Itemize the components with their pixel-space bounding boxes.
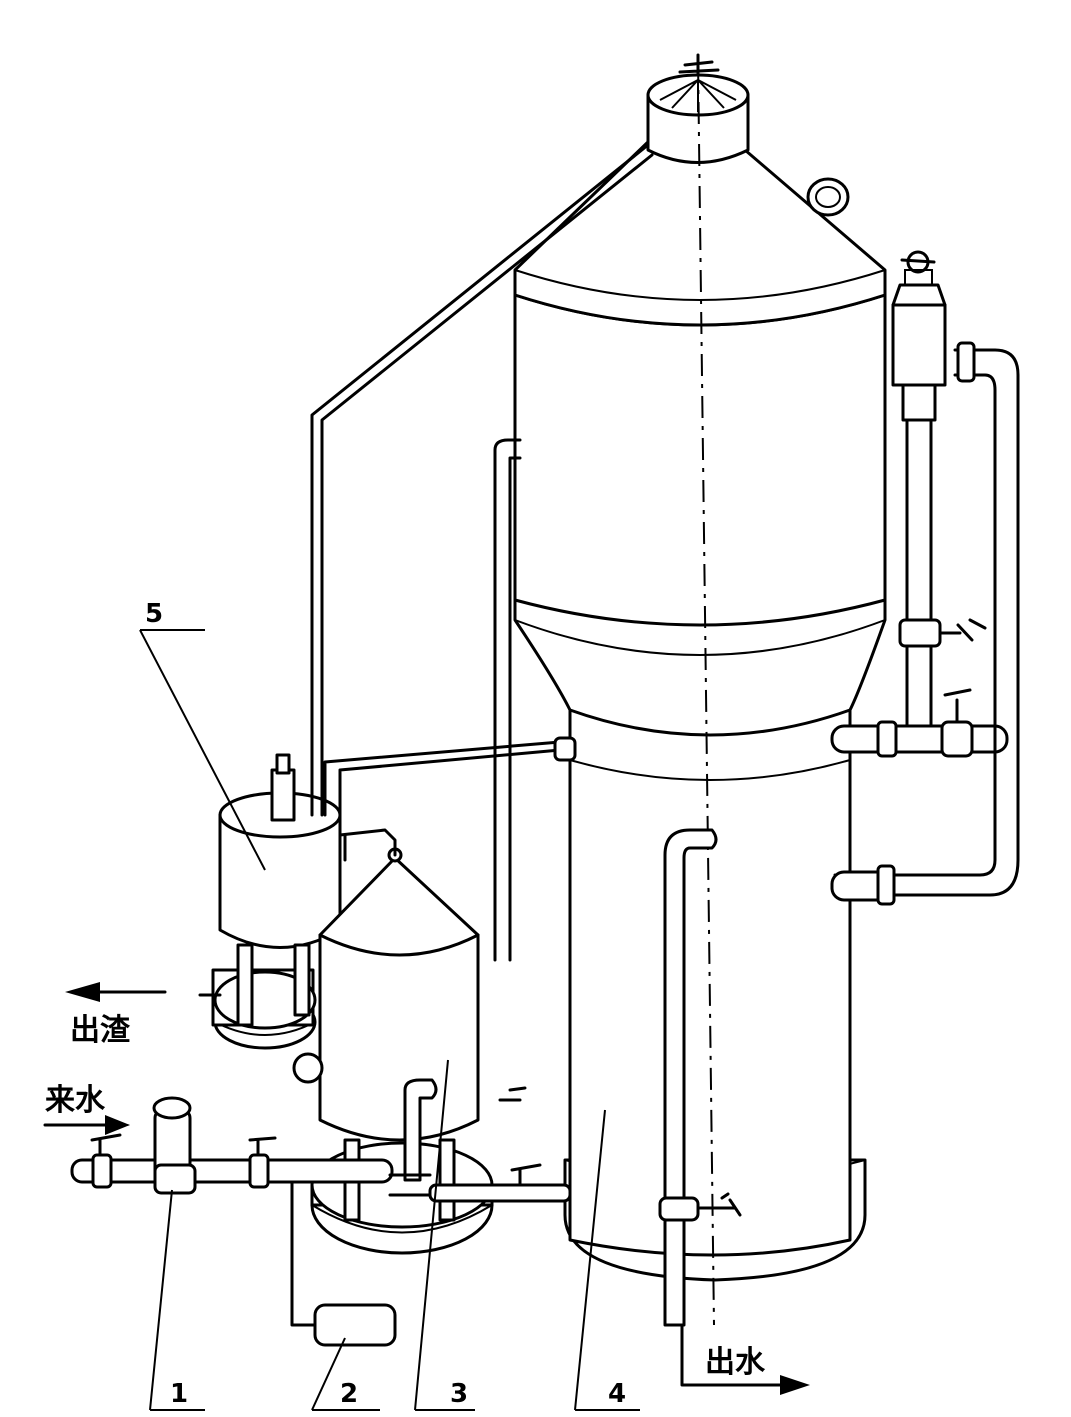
callout-4: 4 (608, 1379, 626, 1409)
callout-1: 1 (170, 1379, 188, 1409)
feed-piping (70, 143, 654, 1347)
water-in-label: 来水 (45, 1083, 106, 1118)
callout-3: 3 (450, 1379, 468, 1409)
slag-out-label: 出渣 (70, 1013, 131, 1048)
callout-leaders (139, 629, 640, 1411)
tank-5 (198, 753, 342, 1050)
tank-3 (292, 828, 494, 1255)
water-out-label: 出水 (705, 1345, 766, 1380)
callout-2: 2 (340, 1379, 358, 1409)
water-in-arrowhead (105, 1115, 130, 1135)
main-tower (513, 53, 887, 1327)
slag-out-arrowhead (65, 982, 100, 1002)
flow-arrows (43, 982, 810, 1395)
water-out-arrowhead (780, 1375, 810, 1395)
callout-5: 5 (145, 599, 163, 629)
right-piping (830, 250, 1020, 906)
